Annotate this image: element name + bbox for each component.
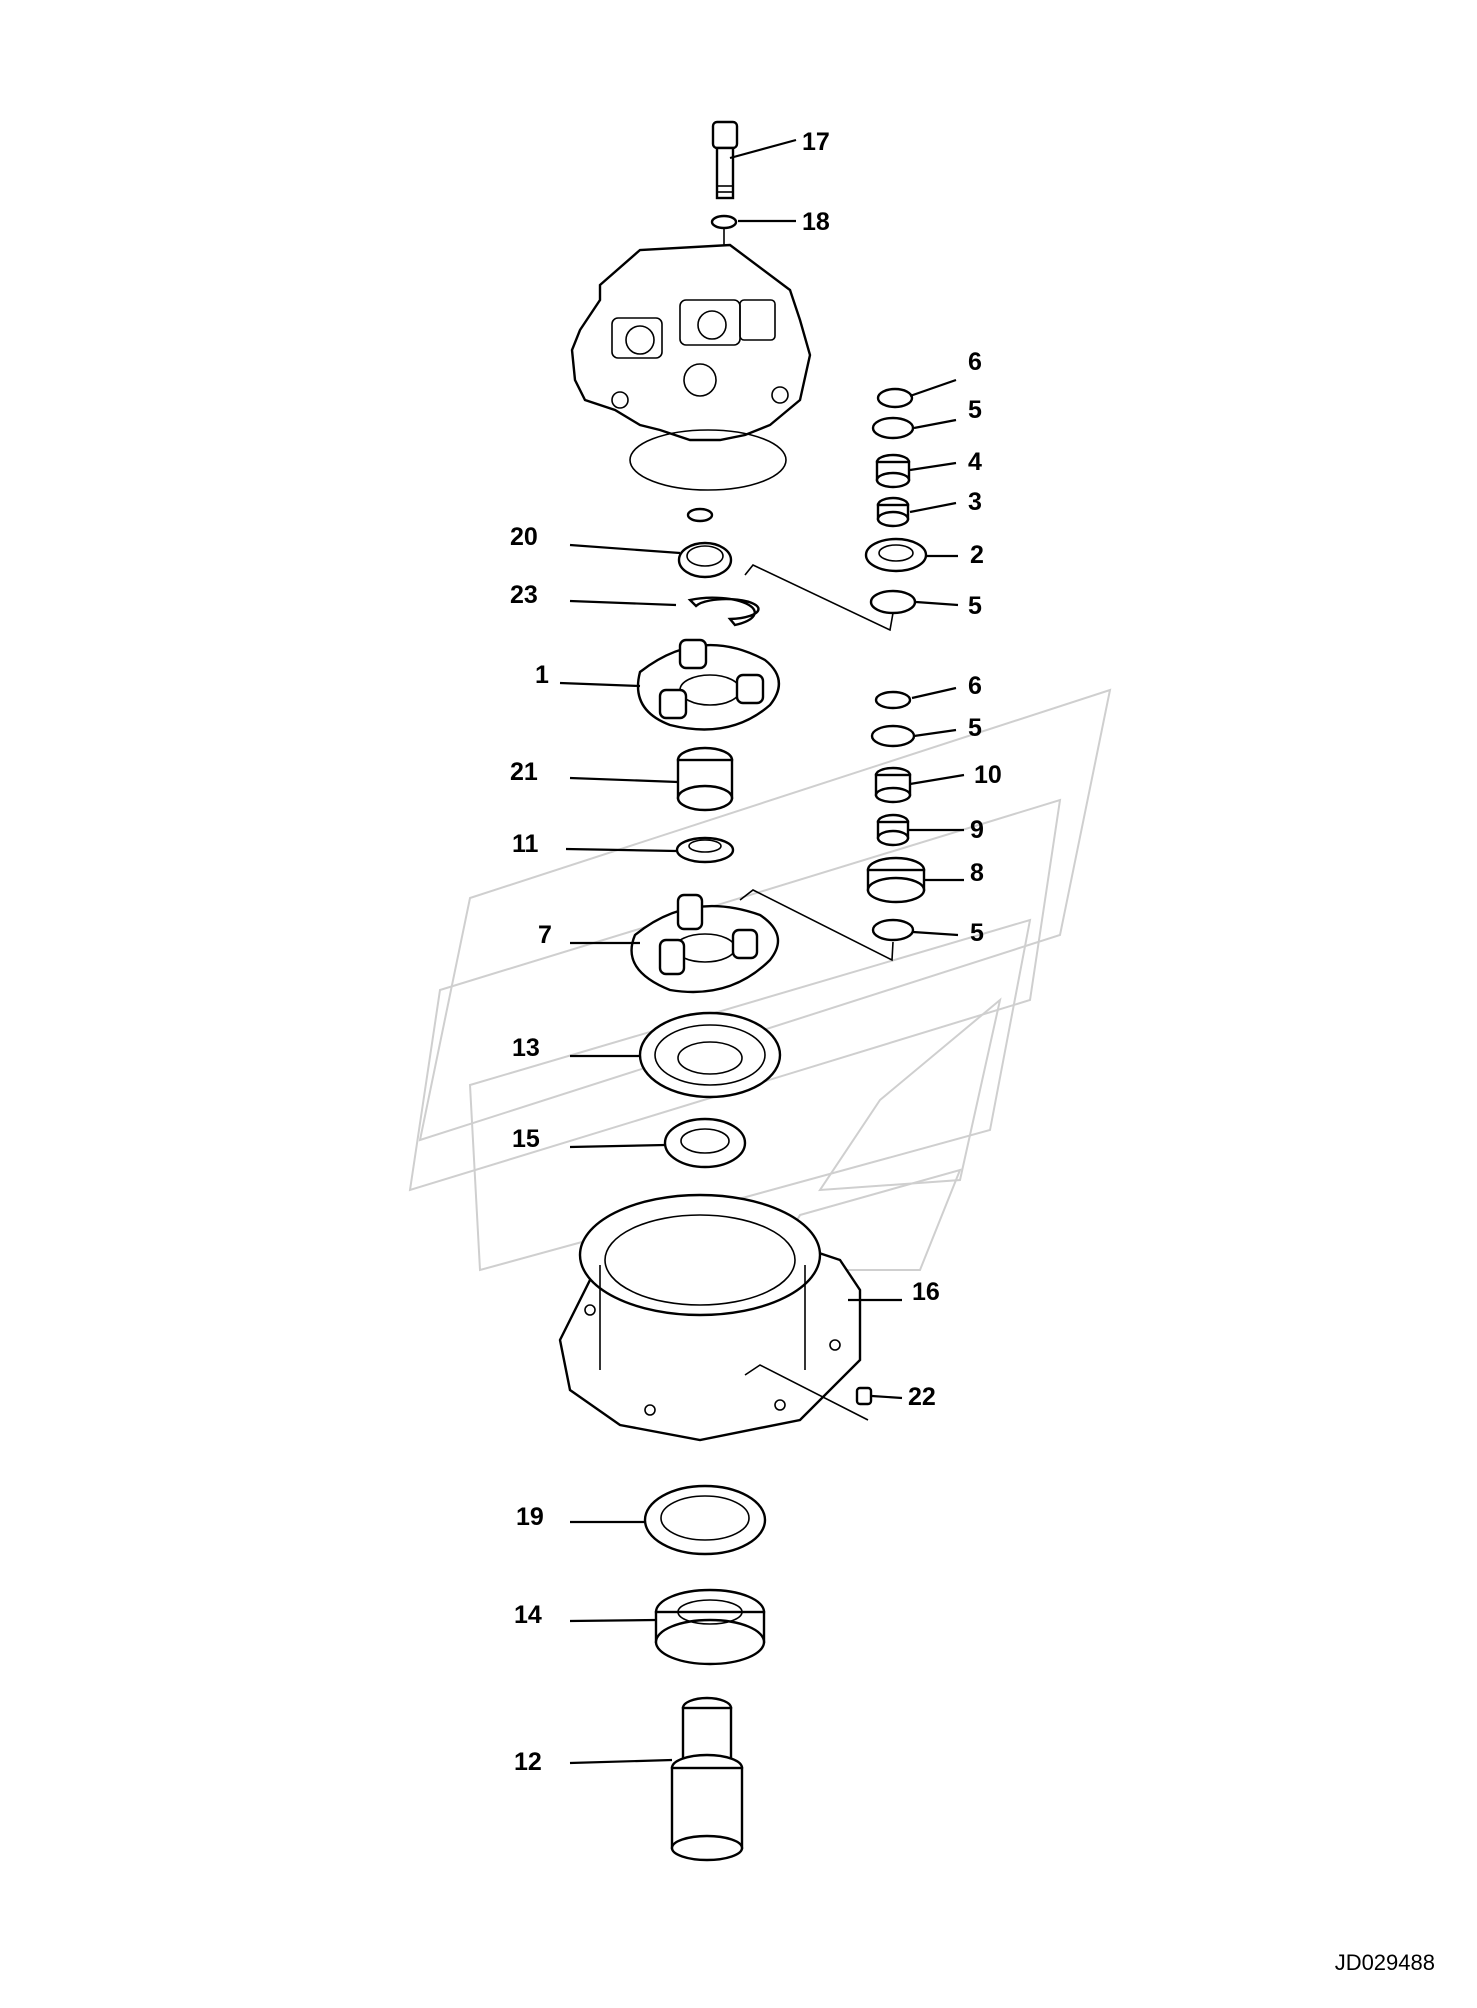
bushing-part-3 [876,496,910,528]
watermark-logo [408,688,1112,1272]
bolt-part-17 [711,120,739,200]
callout-9: 9 [970,816,984,844]
callout-15: 15 [512,1125,540,1153]
callout-6: 6 [968,348,982,376]
callout-2: 2 [970,541,984,569]
callout-20: 20 [510,523,538,551]
shaft-part-12 [670,1696,744,1862]
callout-5: 5 [968,714,982,742]
o-ring-small [686,507,714,523]
callout-19: 19 [516,1503,544,1531]
carrier-part-7 [630,893,780,994]
callout-8: 8 [970,859,984,887]
needle-bearing-part-10 [874,766,912,804]
carrier-part-1 [636,638,780,731]
bearing-part-20 [677,541,733,579]
leader-lines [559,138,965,1765]
bearing-part-13 [638,1011,782,1099]
callout-3: 3 [968,488,982,516]
callout-17: 17 [802,128,830,156]
washer-part-18 [710,214,738,230]
nut-part-11 [675,836,735,864]
gear-part-21 [676,746,734,812]
bushing-part-9 [876,813,910,847]
motor-housing [570,243,812,491]
washer-part-5-upper [871,416,915,440]
callout-14: 14 [514,1601,542,1629]
washer-part-5-third [870,724,916,748]
callout-23: 23 [510,581,538,609]
gear-part-8 [866,856,926,904]
callout-6: 6 [968,672,982,700]
snap-ring-part-6-lower [874,690,912,710]
gear-part-2 [864,537,928,573]
callout-13: 13 [512,1034,540,1062]
callout-labels: 17 18 6 5 4 3 20 2 23 5 1 6 5 21 10 9 11… [510,128,1002,1776]
callout-1: 1 [535,661,549,689]
callout-22: 22 [908,1383,936,1411]
callout-11: 11 [512,830,539,858]
snap-ring-part-23 [687,596,760,627]
callout-5: 5 [970,919,984,947]
plug-part-22 [855,1386,873,1406]
bearing-part-14 [654,1588,766,1666]
callout-12: 12 [514,1748,542,1776]
washer-part-5-second [869,589,917,615]
seal-part-19 [643,1484,767,1556]
washer-part-5-fourth [871,918,915,942]
callout-16: 16 [912,1278,940,1306]
callout-5: 5 [968,396,982,424]
drawing-number: JD029488 [1334,1950,1435,1975]
callout-5: 5 [968,592,982,620]
snap-ring-part-6-upper [876,387,914,409]
bearing-part-15 [663,1117,747,1169]
callout-10: 10 [974,761,1002,789]
needle-bearing-part-4 [875,453,911,489]
callout-18: 18 [802,208,830,236]
callout-21: 21 [510,758,538,786]
callout-4: 4 [968,448,982,476]
callout-7: 7 [538,921,552,949]
housing-part-16 [558,1193,862,1442]
